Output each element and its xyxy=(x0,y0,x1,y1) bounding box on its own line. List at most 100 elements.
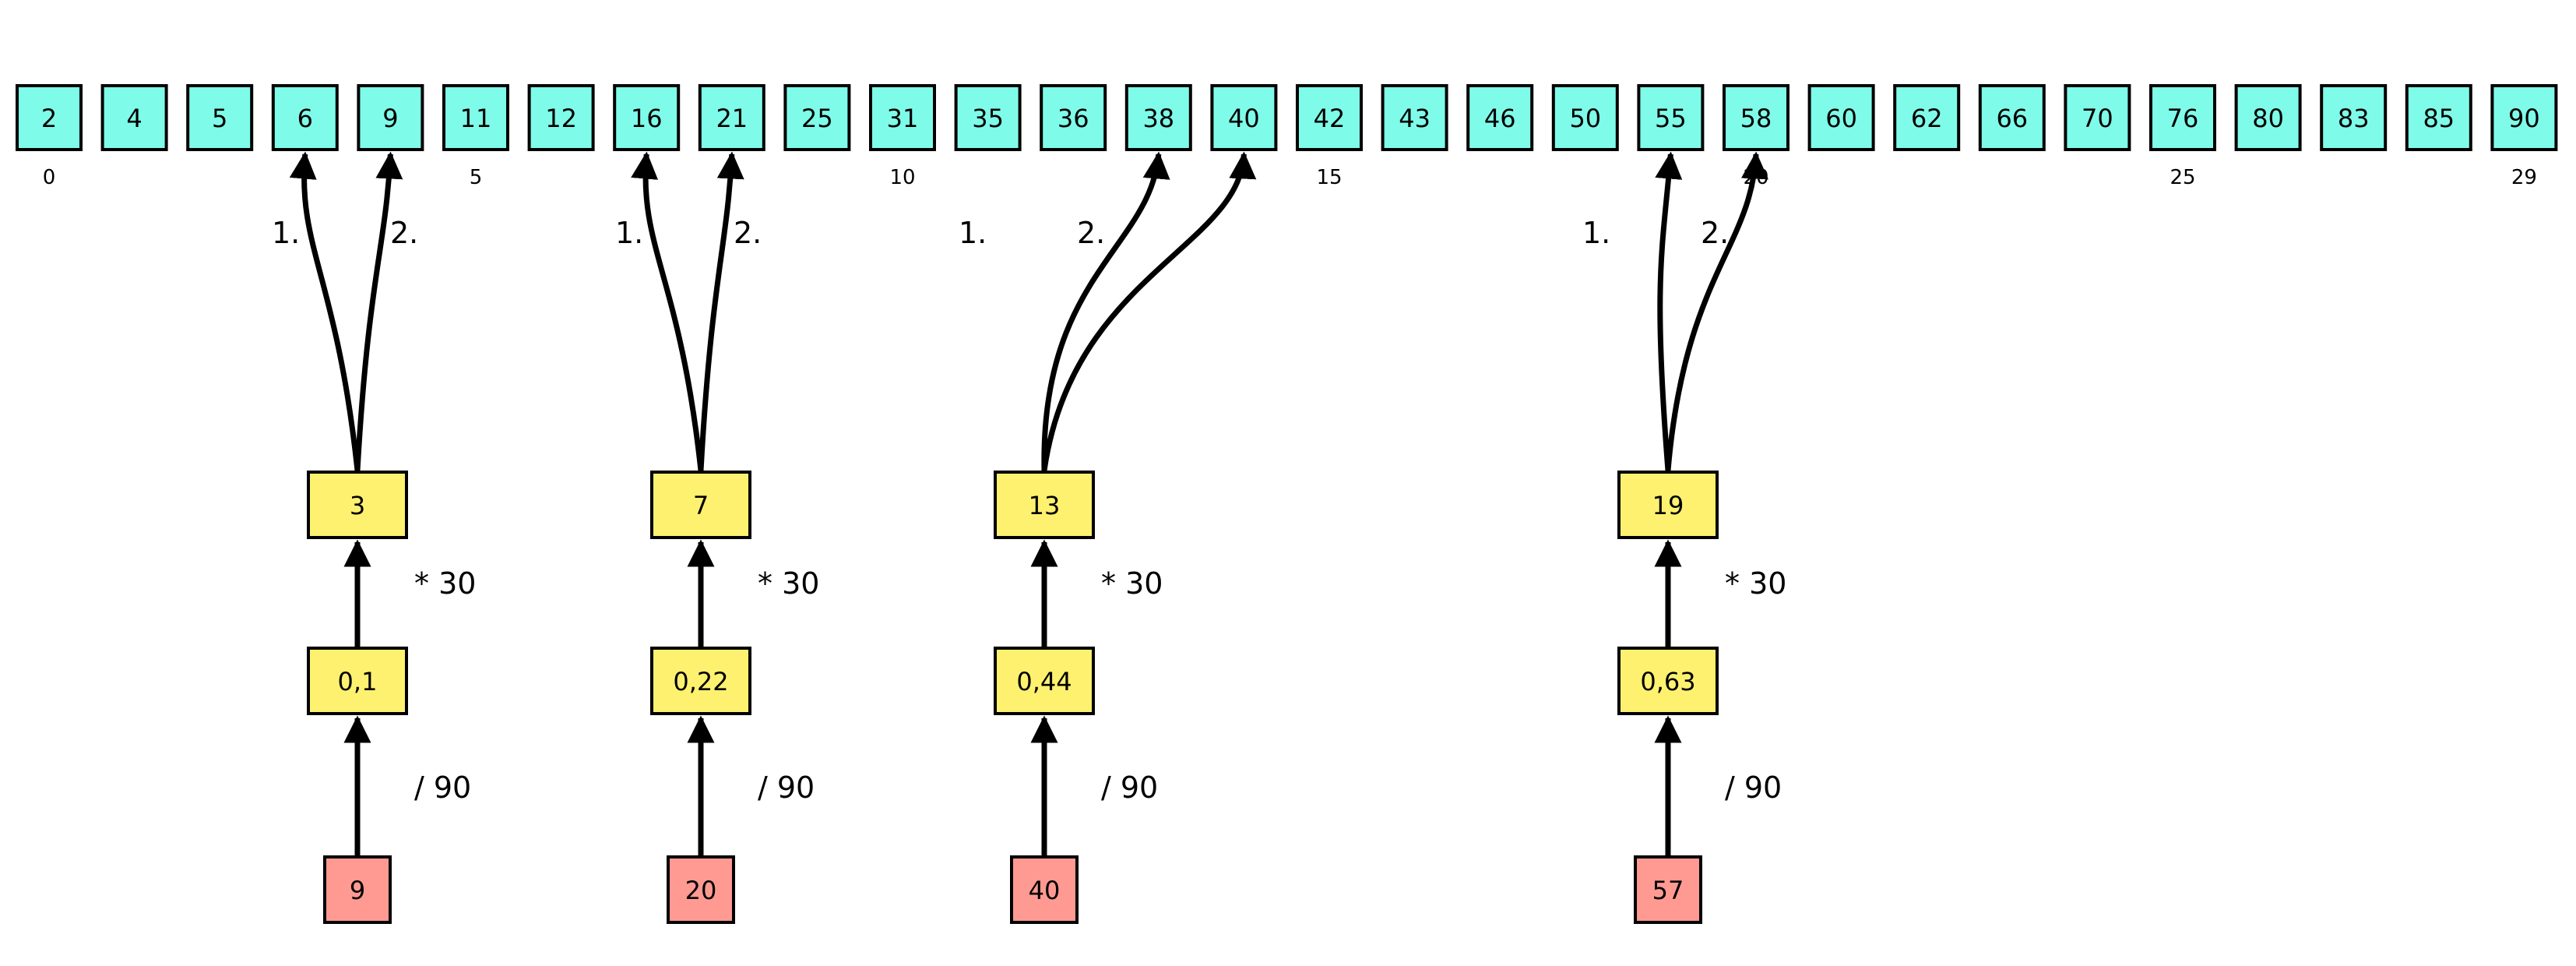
array-index-label: 29 xyxy=(2511,166,2537,189)
array-cell: 66 xyxy=(1978,84,2046,151)
array-cell-box xyxy=(186,84,254,151)
array-cell-box xyxy=(1807,84,1875,151)
array-cell-box xyxy=(1893,84,1961,151)
array-cell-value: 58 xyxy=(1740,104,1772,133)
divide-label: / 90 xyxy=(758,770,815,805)
probe-order-label: 1. xyxy=(959,216,987,250)
ratio-box xyxy=(1617,647,1719,715)
multiply-label: * 30 xyxy=(1101,566,1163,601)
divide-label: / 90 xyxy=(414,770,471,805)
array-cell-value: 21 xyxy=(716,104,748,133)
search-key-value: 57 xyxy=(1652,876,1684,905)
array-cell: 90 xyxy=(2490,84,2558,151)
array-cell-value: 4 xyxy=(126,104,142,133)
array-cell-box xyxy=(357,84,424,151)
array-cell: 12 xyxy=(527,84,595,151)
array-cell: 25 xyxy=(783,84,851,151)
array-cell-value: 12 xyxy=(545,104,577,133)
probe-order-label: 2. xyxy=(390,216,418,250)
array-index-label: 25 xyxy=(2170,166,2195,189)
array-cell-value: 62 xyxy=(1911,104,1943,133)
array-cell-value: 38 xyxy=(1142,104,1174,133)
array-cell-value: 80 xyxy=(2252,104,2284,133)
array-cell-box xyxy=(2490,84,2558,151)
array-cell-value: 35 xyxy=(972,104,1004,133)
array-cell: 85 xyxy=(2405,84,2472,151)
array-index-label: 5 xyxy=(470,166,483,189)
probe-order-label: 2. xyxy=(1077,216,1105,250)
array-cell: 2 xyxy=(16,84,83,151)
array-cell: 36 xyxy=(1040,84,1107,151)
array-cell-value: 85 xyxy=(2423,104,2455,133)
array-cell-box xyxy=(271,84,339,151)
array-cell: 4 xyxy=(100,84,168,151)
array-cell-value: 11 xyxy=(460,104,492,133)
ratio-box xyxy=(650,647,751,715)
array-cell-box xyxy=(1637,84,1705,151)
array-cell: 40 xyxy=(1210,84,1278,151)
array-cell-value: 25 xyxy=(801,104,833,133)
probe-order-label: 1. xyxy=(1582,216,1610,250)
estimated-index-box xyxy=(994,471,1095,539)
array-cell-box xyxy=(1466,84,1534,151)
ratio-value: 0,44 xyxy=(1016,667,1072,696)
ratio-value: 0,1 xyxy=(338,667,378,696)
array-cell: 42 xyxy=(1296,84,1363,151)
array-cell-value: 6 xyxy=(297,104,313,133)
array-cell-value: 90 xyxy=(2508,104,2540,133)
array-cell: 60 xyxy=(1807,84,1875,151)
array-cell-value: 36 xyxy=(1057,104,1089,133)
array-cell: 38 xyxy=(1124,84,1192,151)
array-cell-box xyxy=(527,84,595,151)
array-cell-box xyxy=(1124,84,1192,151)
ratio-value: 0,63 xyxy=(1640,667,1695,696)
array-cell: 58 xyxy=(1723,84,1789,151)
search-key-box xyxy=(1010,855,1079,924)
probe-arrow xyxy=(698,151,744,471)
ratio-box xyxy=(994,647,1095,715)
array-cell: 50 xyxy=(1551,84,1619,151)
array-cell-value: 5 xyxy=(212,104,227,133)
array-index-label: 15 xyxy=(1316,166,1342,189)
array-cell: 43 xyxy=(1381,84,1448,151)
array-cell: 70 xyxy=(2064,84,2131,151)
array-cell-value: 40 xyxy=(1228,104,1260,133)
search-key-box xyxy=(1634,855,1702,924)
array-cell: 83 xyxy=(2320,84,2388,151)
array-cell: 5 xyxy=(186,84,254,151)
probe-order-label: 2. xyxy=(734,216,762,250)
array-cell-box xyxy=(2234,84,2302,151)
search-key-box xyxy=(667,855,735,924)
array-cell-box xyxy=(442,84,509,151)
array-cell: 11 xyxy=(442,84,509,151)
probe-order-label: 2. xyxy=(1701,216,1729,250)
divide-label: / 90 xyxy=(1101,770,1158,805)
array-cell-value: 76 xyxy=(2167,104,2199,133)
probe-arrow xyxy=(289,151,361,471)
probe-arrow xyxy=(1655,151,1683,471)
array-index-label: 0 xyxy=(43,166,56,189)
array-cell: 76 xyxy=(2149,84,2216,151)
probe-order-label: 1. xyxy=(272,216,300,250)
estimated-index-value: 7 xyxy=(693,491,709,520)
ratio-value: 0,22 xyxy=(673,667,728,696)
estimated-index-box xyxy=(650,471,751,539)
array-cell-box xyxy=(2064,84,2131,151)
array-index-label: 10 xyxy=(889,166,915,189)
array-cell: 16 xyxy=(613,84,681,151)
array-cell-box xyxy=(100,84,168,151)
array-cell-box xyxy=(1040,84,1107,151)
array-cell: 31 xyxy=(869,84,936,151)
array-cell-value: 31 xyxy=(887,104,919,133)
array-cell-value: 60 xyxy=(1825,104,1857,133)
array-cell: 46 xyxy=(1466,84,1534,151)
multiply-label: * 30 xyxy=(1725,566,1786,601)
array-cell-box xyxy=(1723,84,1789,151)
